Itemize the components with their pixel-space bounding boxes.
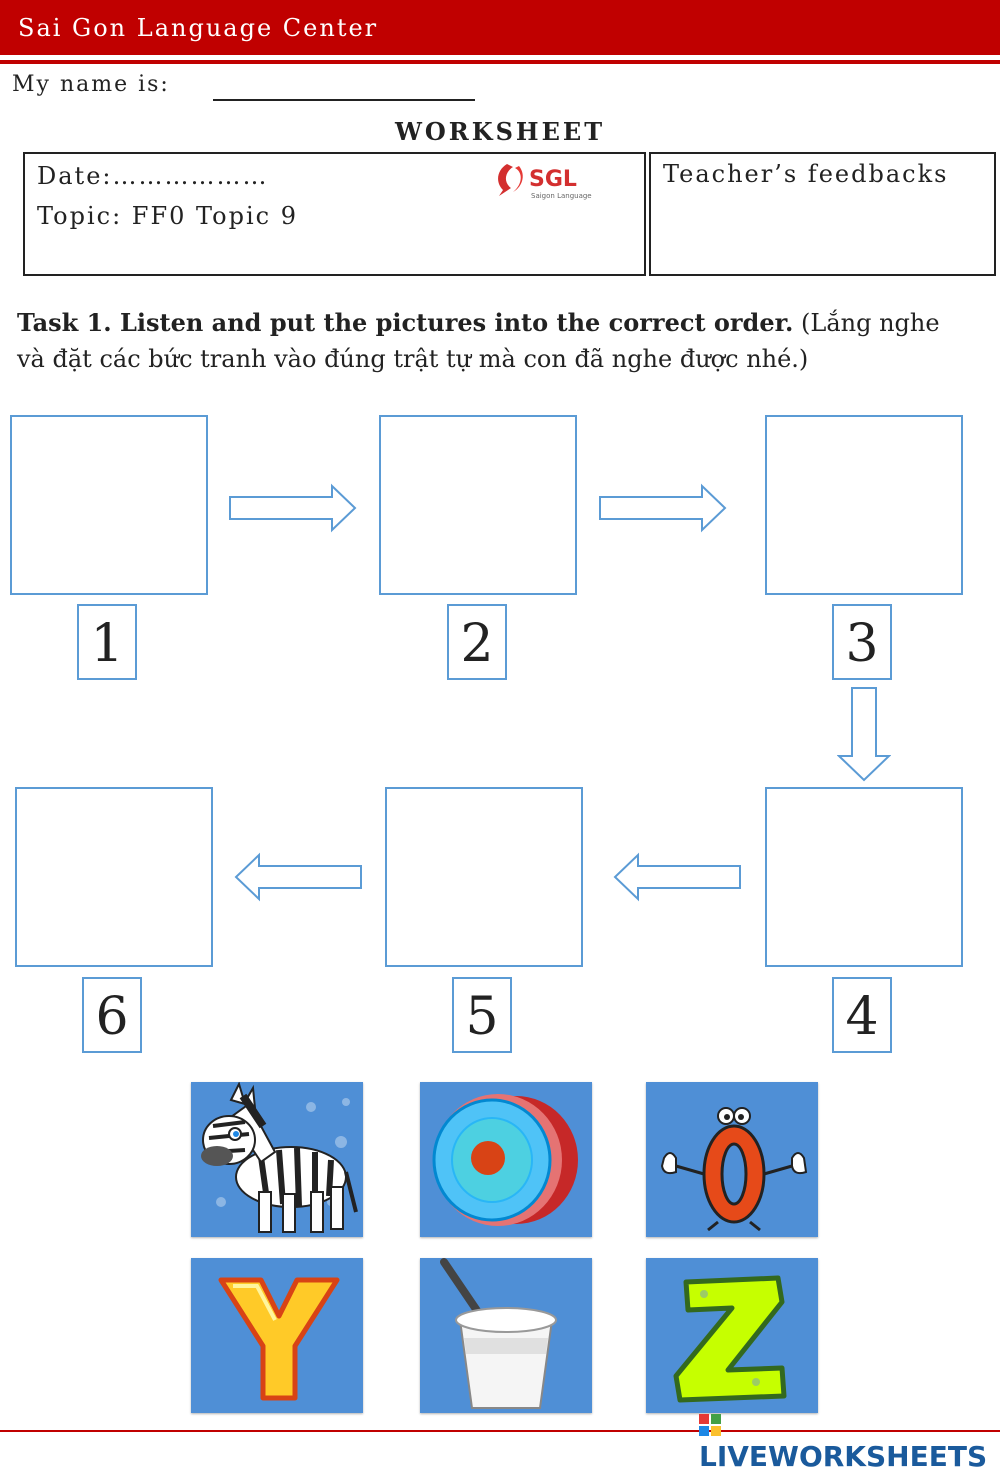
topic-label: Topic: FF0 Topic 9: [37, 202, 298, 230]
picture-slot-5[interactable]: [385, 787, 583, 967]
picture-slot-4[interactable]: [765, 787, 963, 967]
arrow-down-icon: [837, 687, 891, 782]
zebra-icon: [201, 1082, 358, 1233]
sgl-logo: SGL Saigon Language: [498, 164, 592, 200]
arrow-left-icon: [613, 852, 741, 902]
letter-y-icon: [218, 1277, 340, 1401]
arrow-right-icon: [599, 483, 727, 533]
name-label: My name is:: [12, 72, 170, 97]
header-banner: Sai Gon Language Center: [0, 0, 1000, 55]
worksheet-title: WORKSHEET: [394, 117, 606, 146]
feedback-label: Teacher’s feedbacks: [663, 160, 949, 188]
liveworksheets-logo-icon: [699, 1414, 721, 1436]
header-divider: [0, 60, 1000, 64]
slot-number-1: 1: [77, 604, 137, 680]
slot-number-4: 4: [832, 977, 892, 1053]
slot-number-5: 5: [452, 977, 512, 1053]
date-field: Date:………………: [37, 162, 269, 190]
slot-number-2: 2: [447, 604, 507, 680]
picture-slot-1[interactable]: [10, 415, 208, 595]
task-title: Task 1. Listen and put the pictures into…: [17, 308, 794, 337]
slot-number-3: 3: [832, 604, 892, 680]
number-zero-character-icon: [660, 1107, 808, 1232]
yogurt-picture[interactable]: [420, 1258, 592, 1413]
picture-slot-2[interactable]: [379, 415, 577, 595]
letter-z-icon: [673, 1275, 787, 1403]
svg-text:Saigon Language: Saigon Language: [531, 192, 592, 200]
feedback-box: Teacher’s feedbacks: [649, 152, 996, 276]
letter-o-disc-icon: [432, 1094, 578, 1226]
number-zero-character-picture[interactable]: [646, 1082, 818, 1237]
task-instructions: Task 1. Listen and put the pictures into…: [17, 305, 967, 377]
zebra-picture[interactable]: [191, 1082, 363, 1237]
arrow-right-icon: [229, 483, 357, 533]
watermark-text: LIVEWORKSHEETS: [699, 1440, 988, 1473]
letter-z-picture[interactable]: [646, 1258, 818, 1413]
letter-y-picture[interactable]: [191, 1258, 363, 1413]
liveworksheets-watermark: LIVEWORKSHEETS: [699, 1407, 1000, 1473]
footer-divider: [0, 1430, 1000, 1432]
yogurt-icon: [440, 1258, 557, 1409]
task-translation: (Lắng nghe và đặt các bức tranh vào đúng…: [17, 309, 940, 373]
slot-number-6: 6: [82, 977, 142, 1053]
info-box: Date:……………… Topic: FF0 Topic 9 SGL Saigo…: [23, 152, 646, 276]
picture-slot-6[interactable]: [15, 787, 213, 967]
letter-o-disc-picture[interactable]: [420, 1082, 592, 1237]
svg-text:SGL: SGL: [529, 167, 577, 192]
picture-slot-3[interactable]: [765, 415, 963, 595]
arrow-left-icon: [234, 852, 362, 902]
name-input-line[interactable]: [213, 99, 475, 101]
center-name: Sai Gon Language Center: [18, 14, 379, 42]
